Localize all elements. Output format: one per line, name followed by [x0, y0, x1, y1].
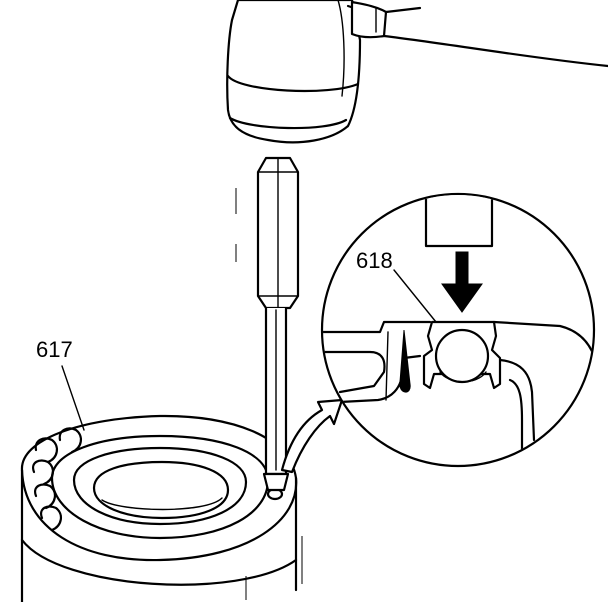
hammer-face-bevel: [226, 74, 360, 93]
housing-profile-right: [498, 358, 536, 442]
seal-ring: [434, 328, 490, 384]
drift-tip: [262, 472, 290, 492]
callout-618: 618: [356, 248, 393, 273]
bore-opening: [92, 460, 230, 520]
hammer-handle-upper: [384, 6, 422, 14]
hammer-handle-collar: [350, 0, 388, 39]
oil-marker: [399, 329, 411, 393]
detail-drift: [424, 195, 494, 248]
housing-top-rim: [20, 414, 298, 562]
seal-installer-drift: [256, 156, 300, 492]
hammer: [226, 0, 608, 144]
housing-step-ring: [50, 434, 270, 540]
callout-617: 617: [36, 337, 73, 362]
housing-profile-right-inner: [508, 378, 524, 452]
needle-rollers: [32, 427, 82, 532]
bore-lip: [72, 446, 248, 526]
housing-profile-top: [323, 320, 432, 334]
hammer-face: [228, 116, 348, 130]
housing-profile-lower-left: [323, 350, 386, 394]
press-arrow: [441, 251, 483, 313]
bore-inner-edge: [101, 497, 223, 511]
housing: [20, 414, 298, 602]
detail-view: 618: [320, 192, 596, 468]
hammer-handle-lower: [382, 34, 608, 68]
housing-lower-edge: [20, 538, 298, 586]
leader-617: [61, 365, 85, 431]
detail-arrow: [280, 398, 344, 474]
leader-618: [393, 269, 437, 323]
hammer-head: [226, 0, 362, 144]
curved-arrow: [280, 398, 344, 474]
